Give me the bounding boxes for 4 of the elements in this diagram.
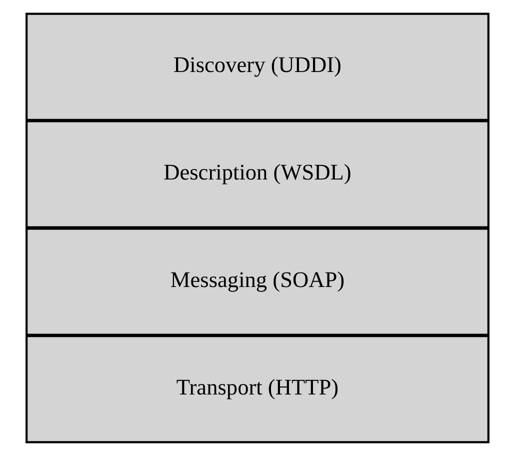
node-box: Transport (HTTP) [25,335,489,444]
node-box: Messaging (SOAP) [25,228,489,336]
node-box: Description (WSDL) [25,120,489,228]
node-box: Discovery (UDDI) [25,12,489,121]
